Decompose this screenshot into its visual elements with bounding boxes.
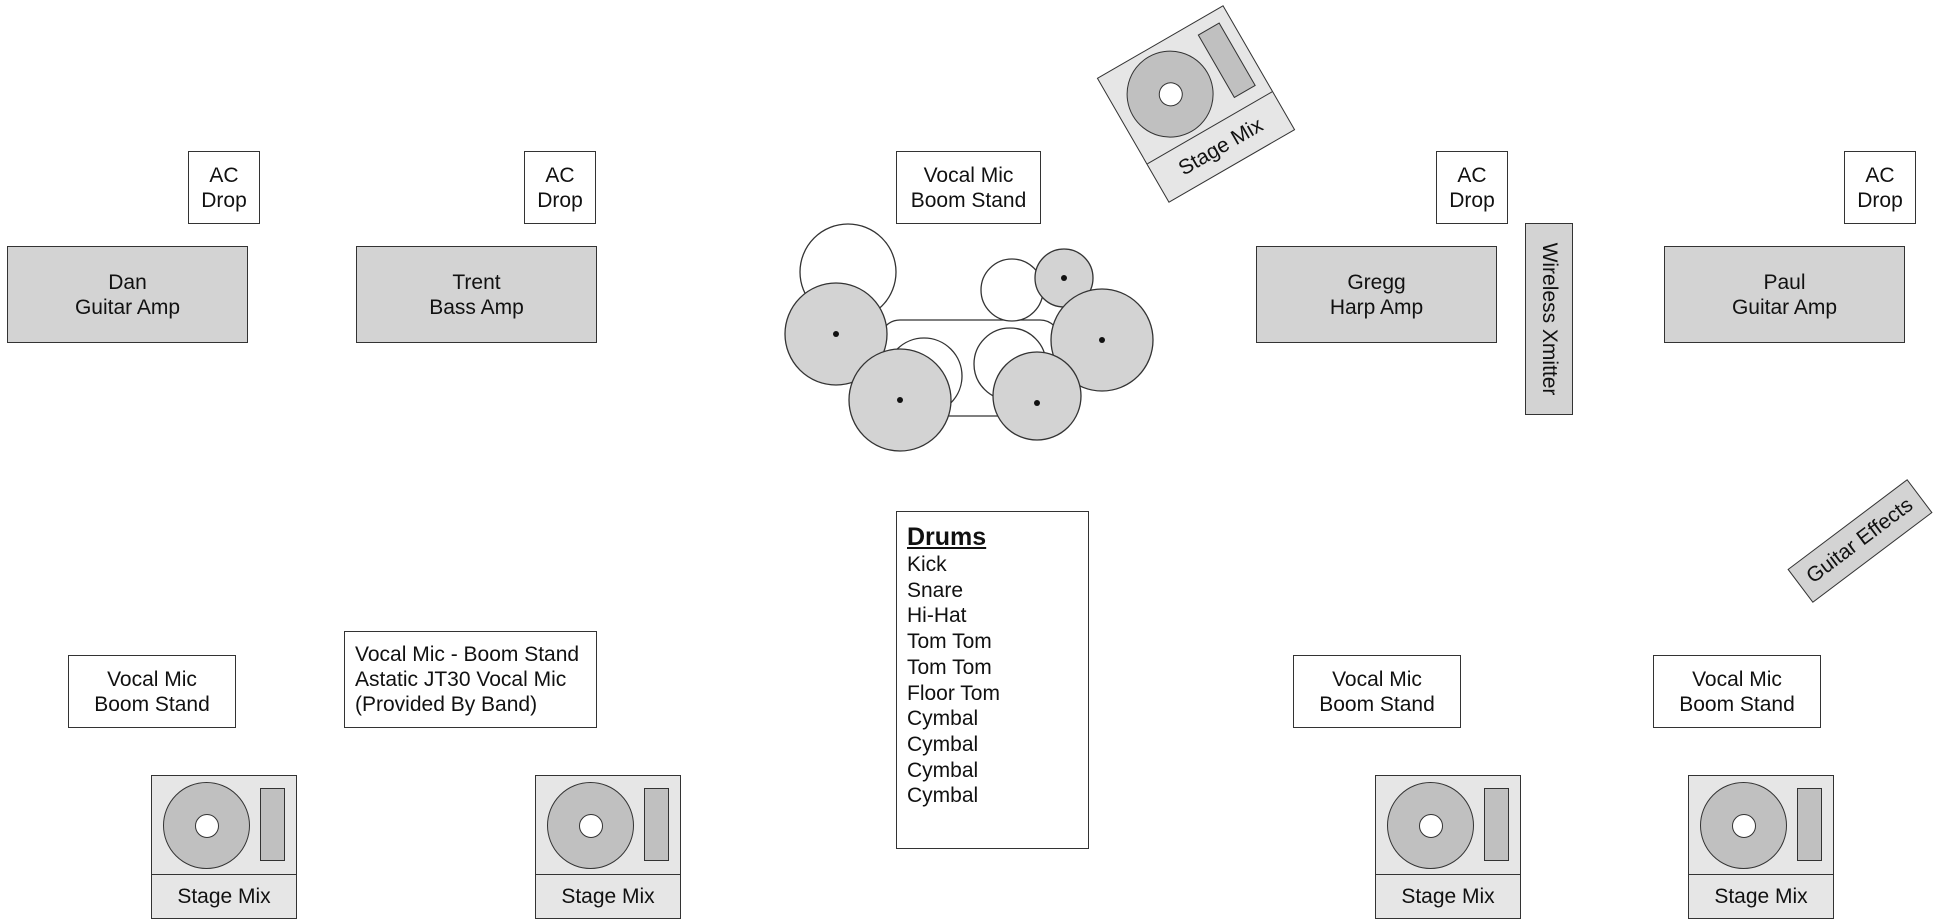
cymbal-center-dot bbox=[1061, 275, 1067, 281]
vocal-mic-line1: Vocal Mic bbox=[1692, 667, 1782, 691]
monitor-panel bbox=[644, 788, 669, 861]
amp-type: Harp Amp bbox=[1329, 295, 1424, 319]
cymbal-center-dot bbox=[833, 331, 839, 337]
amp-owner: Gregg bbox=[1347, 270, 1406, 294]
vocal-mic-line2: Boom Stand bbox=[94, 692, 210, 716]
drum-item: Floor Tom bbox=[907, 681, 1000, 705]
monitor-panel bbox=[1484, 788, 1509, 861]
stage-mix-paul: Stage Mix bbox=[1688, 775, 1834, 919]
amp-type: Guitar Amp bbox=[1731, 295, 1838, 319]
stage-mix-trent: Stage Mix bbox=[535, 775, 681, 919]
ac-drop-label-line1: AC bbox=[1457, 163, 1487, 187]
amp-trent-bass: Trent Bass Amp bbox=[356, 246, 597, 343]
vocal-mic-line1: Vocal Mic bbox=[1332, 667, 1422, 691]
vocal-mic-line2: Boom Stand bbox=[910, 188, 1027, 212]
drum-item: Cymbal bbox=[907, 732, 979, 756]
cymbal-center-dot bbox=[1099, 337, 1105, 343]
speaker-icon bbox=[547, 782, 634, 869]
ac-drop-trent: AC Drop bbox=[524, 151, 596, 224]
drum-item: Cymbal bbox=[907, 784, 979, 808]
ac-drop-label-line1: AC bbox=[1865, 163, 1895, 187]
cymbal-center-dot bbox=[897, 397, 903, 403]
ac-drop-label-line2: Drop bbox=[1449, 188, 1495, 212]
ac-drop-label-line1: AC bbox=[209, 163, 239, 187]
ac-drop-label-line2: Drop bbox=[1857, 188, 1903, 212]
speaker-icon bbox=[1700, 782, 1787, 869]
tom-top bbox=[980, 258, 1044, 322]
drums-legend: Drums Kick Snare Hi-Hat Tom Tom Tom Tom … bbox=[896, 511, 1089, 849]
drum-item: Hi-Hat bbox=[907, 604, 967, 628]
monitor-panel bbox=[260, 788, 285, 861]
drum-item: Kick bbox=[907, 553, 947, 576]
speaker-cone bbox=[1153, 77, 1187, 111]
vocal-mic-line1: Vocal Mic bbox=[107, 667, 197, 691]
vocal-mic-line2: Boom Stand bbox=[1679, 692, 1795, 716]
drum-item: Cymbal bbox=[907, 707, 979, 731]
stage-mix-label: Stage Mix bbox=[152, 874, 296, 918]
vocal-mic-line1: Vocal Mic - Boom Stand bbox=[355, 643, 580, 666]
speaker-cone bbox=[1731, 813, 1756, 838]
amp-owner: Dan bbox=[108, 270, 147, 294]
amp-type: Bass Amp bbox=[429, 295, 524, 319]
ac-drop-label-line1: AC bbox=[545, 163, 575, 187]
speaker-icon bbox=[163, 782, 250, 869]
vocal-mic-gregg: Vocal Mic Boom Stand bbox=[1293, 655, 1461, 728]
drum-item: Snare bbox=[907, 578, 964, 602]
vocal-mic-paul: Vocal Mic Boom Stand bbox=[1653, 655, 1821, 728]
stage-mix-label: Stage Mix bbox=[536, 874, 680, 918]
amp-owner: Paul bbox=[1763, 270, 1806, 294]
amp-owner: Trent bbox=[452, 270, 501, 294]
vocal-mic-line3: (Provided By Band) bbox=[355, 693, 538, 716]
stage-mix-gregg: Stage Mix bbox=[1375, 775, 1521, 919]
speaker-icon bbox=[1387, 782, 1474, 869]
vocal-mic-line2: Boom Stand bbox=[1319, 692, 1435, 716]
vocal-mic-line2: Astatic JT30 Vocal Mic bbox=[355, 668, 567, 691]
vocal-mic-line1: Vocal Mic bbox=[923, 163, 1014, 187]
vocal-mic-center: Vocal Mic Boom Stand bbox=[896, 151, 1041, 224]
amp-dan-guitar: Dan Guitar Amp bbox=[7, 246, 248, 343]
ac-drop-paul: AC Drop bbox=[1844, 151, 1916, 224]
stage-mix-label: Stage Mix bbox=[1376, 874, 1520, 918]
drum-kit bbox=[784, 223, 1154, 452]
speaker-cone bbox=[194, 813, 219, 838]
cymbal-center-dot bbox=[1034, 400, 1040, 406]
ac-drop-label-line2: Drop bbox=[201, 188, 247, 212]
stage-mix-dan: Stage Mix bbox=[151, 775, 297, 919]
vocal-mic-trent: Vocal Mic - Boom Stand Astatic JT30 Voca… bbox=[344, 631, 597, 728]
amp-gregg-harp: Gregg Harp Amp bbox=[1256, 246, 1497, 343]
wireless-xmitter-label: Wireless Xmitter bbox=[1538, 242, 1561, 396]
amp-paul-guitar: Paul Guitar Amp bbox=[1664, 246, 1905, 343]
ac-drop-gregg: AC Drop bbox=[1436, 151, 1508, 224]
stage-mix-drums: Stage Mix bbox=[1096, 5, 1296, 203]
speaker-cone bbox=[1418, 813, 1443, 838]
vocal-mic-dan: Vocal Mic Boom Stand bbox=[68, 655, 236, 728]
guitar-effects: Guitar Effects bbox=[1787, 479, 1933, 603]
drum-item: Tom Tom bbox=[907, 655, 992, 679]
ac-drop-label-line2: Drop bbox=[537, 188, 583, 212]
stage-mix-label: Stage Mix bbox=[1689, 874, 1833, 918]
drum-item: Tom Tom bbox=[907, 630, 992, 654]
guitar-effects-label: Guitar Effects bbox=[1802, 493, 1918, 588]
ac-drop-dan: AC Drop bbox=[188, 151, 260, 224]
monitor-panel bbox=[1797, 788, 1822, 861]
cymbal-bottom-right bbox=[992, 351, 1082, 441]
amp-type: Guitar Amp bbox=[74, 295, 181, 319]
wireless-xmitter: Wireless Xmitter bbox=[1525, 223, 1573, 415]
speaker-cone bbox=[578, 813, 603, 838]
drum-item: Cymbal bbox=[907, 758, 979, 782]
drums-title: Drums bbox=[907, 523, 987, 551]
